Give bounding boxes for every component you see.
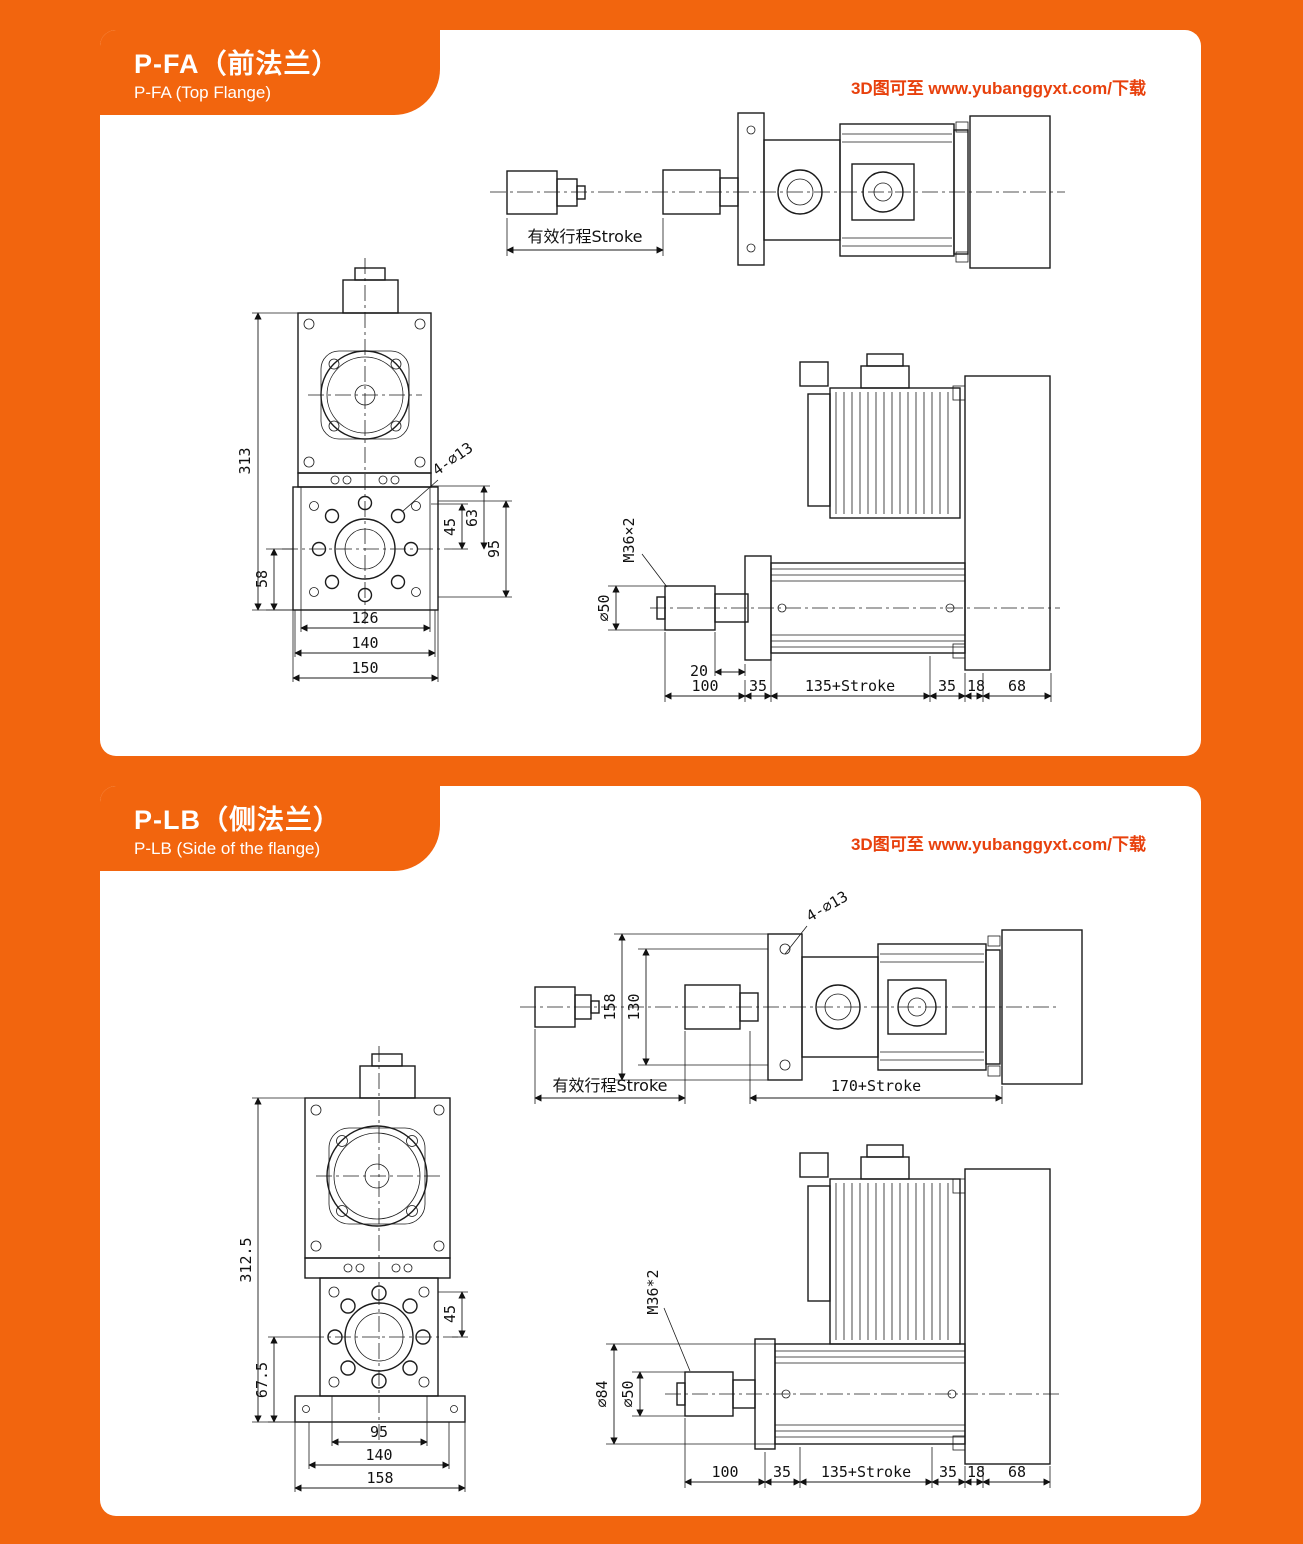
panel-pfa: P-FA（前法兰） P-FA (Top Flange) 3D图可至 www.yu… xyxy=(100,30,1201,756)
pfa-dim-135stroke: 135+Stroke xyxy=(805,677,895,695)
plb-title-zh: P-LB（侧法兰） xyxy=(134,805,341,835)
plb-dim-170stroke: 170+Stroke xyxy=(831,1077,921,1095)
pfa-rod-dia: ∅50 xyxy=(595,594,613,621)
plb-dim-100: 100 xyxy=(711,1463,738,1481)
plb-top-view: 4-∅13 158 130 有效行程Stroke 170+Stroke xyxy=(520,887,1083,1104)
plb-front-view: 312.5 67.5 95 140 158 45 xyxy=(237,1046,468,1492)
plb-header-tab: P-LB（侧法兰） P-LB (Side of the flange) xyxy=(100,786,440,871)
pfa-dim-58: 58 xyxy=(253,570,271,588)
pfa-bolt-callout: 4-∅13 xyxy=(429,439,476,480)
pfa-download-link[interactable]: 3D图可至 www.yubanggyxt.com/下载 xyxy=(850,79,1146,98)
pfa-dim-126: 126 xyxy=(351,609,378,627)
plb-dim-45: 45 xyxy=(441,1305,459,1323)
panel-plb: P-LB（侧法兰） P-LB (Side of the flange) 3D图可… xyxy=(100,786,1201,1516)
plb-rod-dia: ∅50 xyxy=(619,1380,637,1407)
plb-dim-675: 67.5 xyxy=(253,1362,271,1398)
pfa-dim-100: 100 xyxy=(691,677,718,695)
pfa-dim-20: 20 xyxy=(690,662,708,680)
plb-dim-18: 18 xyxy=(967,1463,985,1481)
plb-download-link[interactable]: 3D图可至 www.yubanggyxt.com/下载 xyxy=(850,835,1146,854)
pfa-stroke-label: 有效行程Stroke xyxy=(528,227,643,246)
plb-dim-3125: 312.5 xyxy=(237,1237,255,1282)
plb-dim-35b: 35 xyxy=(939,1463,957,1481)
pfa-title-zh: P-FA（前法兰） xyxy=(134,49,340,79)
pfa-front-view: 313 58 126 140 150 45 63 xyxy=(236,258,512,682)
plb-cyl-dia: ∅84 xyxy=(593,1380,611,1407)
plb-thread-label: M36*2 xyxy=(644,1269,662,1314)
plb-stroke-label: 有效行程Stroke xyxy=(553,1076,668,1095)
pfa-dim-95: 95 xyxy=(485,540,503,558)
plb-side-view: M36*2 ∅84 ∅50 100 35 xyxy=(593,1144,1060,1488)
pfa-header-tab: P-FA（前法兰） P-FA (Top Flange) xyxy=(100,30,440,115)
plb-title-en: P-LB (Side of the flange) xyxy=(134,839,321,858)
plb-dim-158w: 158 xyxy=(366,1469,393,1487)
plb-bolt-callout: 4-∅13 xyxy=(803,887,851,925)
plb-dim-68: 68 xyxy=(1008,1463,1026,1481)
pfa-dim-150: 150 xyxy=(351,659,378,677)
plb-dim-135stroke: 135+Stroke xyxy=(821,1463,911,1481)
plb-dim-35a: 35 xyxy=(773,1463,791,1481)
plb-dim-130: 130 xyxy=(625,993,643,1020)
pfa-dim-313: 313 xyxy=(236,447,254,474)
pfa-dim-35b: 35 xyxy=(938,677,956,695)
pfa-title-en: P-FA (Top Flange) xyxy=(134,83,272,102)
pfa-dim-18: 18 xyxy=(967,677,985,695)
pfa-drawing: 有效行程Stroke xyxy=(236,112,1065,702)
pfa-dim-63: 63 xyxy=(463,509,481,527)
pfa-top-view: 有效行程Stroke xyxy=(490,112,1065,269)
plb-dim-140: 140 xyxy=(365,1446,392,1464)
plb-dim-95: 95 xyxy=(370,1423,388,1441)
pfa-thread-label: M36×2 xyxy=(620,517,638,562)
plb-dim-158v: 158 xyxy=(601,993,619,1020)
pfa-dim-140: 140 xyxy=(351,634,378,652)
pfa-dim-45: 45 xyxy=(441,518,459,536)
pfa-dim-68: 68 xyxy=(1008,677,1026,695)
pfa-dim-35a: 35 xyxy=(749,677,767,695)
plb-drawing: 4-∅13 158 130 有效行程Stroke 170+Stroke xyxy=(237,887,1083,1492)
pfa-side-view: M36×2 ∅50 20 100 35 xyxy=(595,353,1060,702)
